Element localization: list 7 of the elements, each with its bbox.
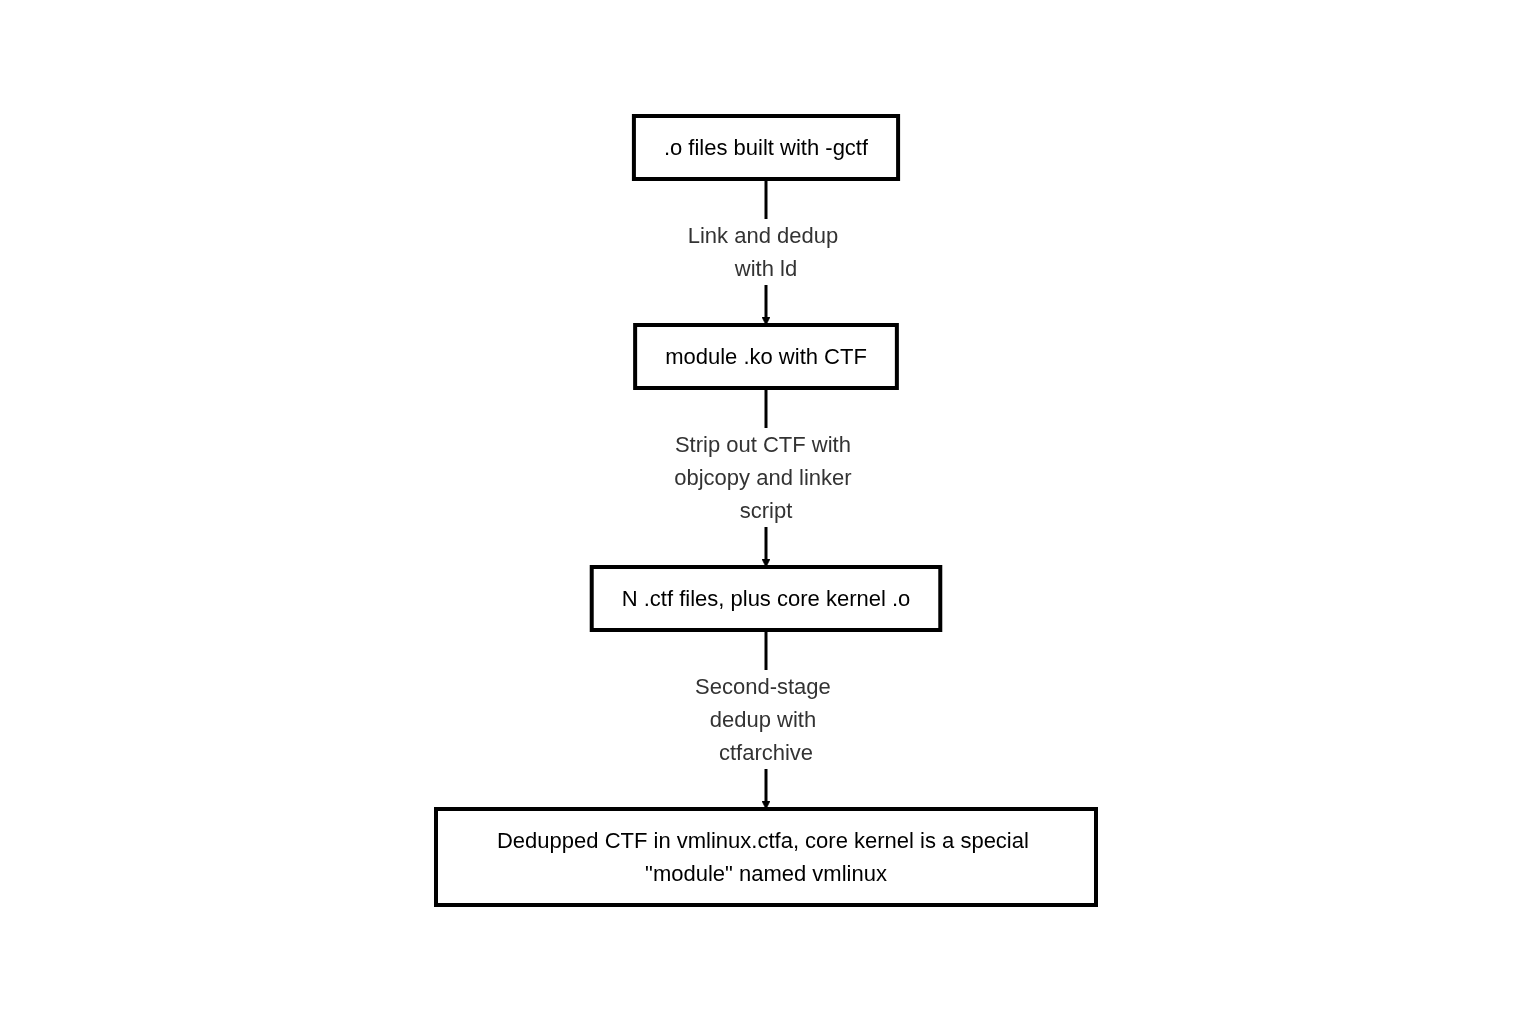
edge-label: Second-stage dedup with ctfarchive: [695, 674, 831, 765]
node-box: N .ctf files, plus core kernel .o: [589, 565, 943, 632]
node-box: module .ko with CTF: [633, 323, 899, 390]
node-box: Dedupped CTF in vmlinux.ctfa, core kernel is a special "module" named vmlinux: [434, 807, 1098, 907]
node-box: .o files built with -gctf: [631, 114, 901, 181]
edge-label: Strip out CTF with objcopy and linker script: [674, 432, 852, 523]
edge-label: Link and dedup with ld: [687, 223, 839, 281]
